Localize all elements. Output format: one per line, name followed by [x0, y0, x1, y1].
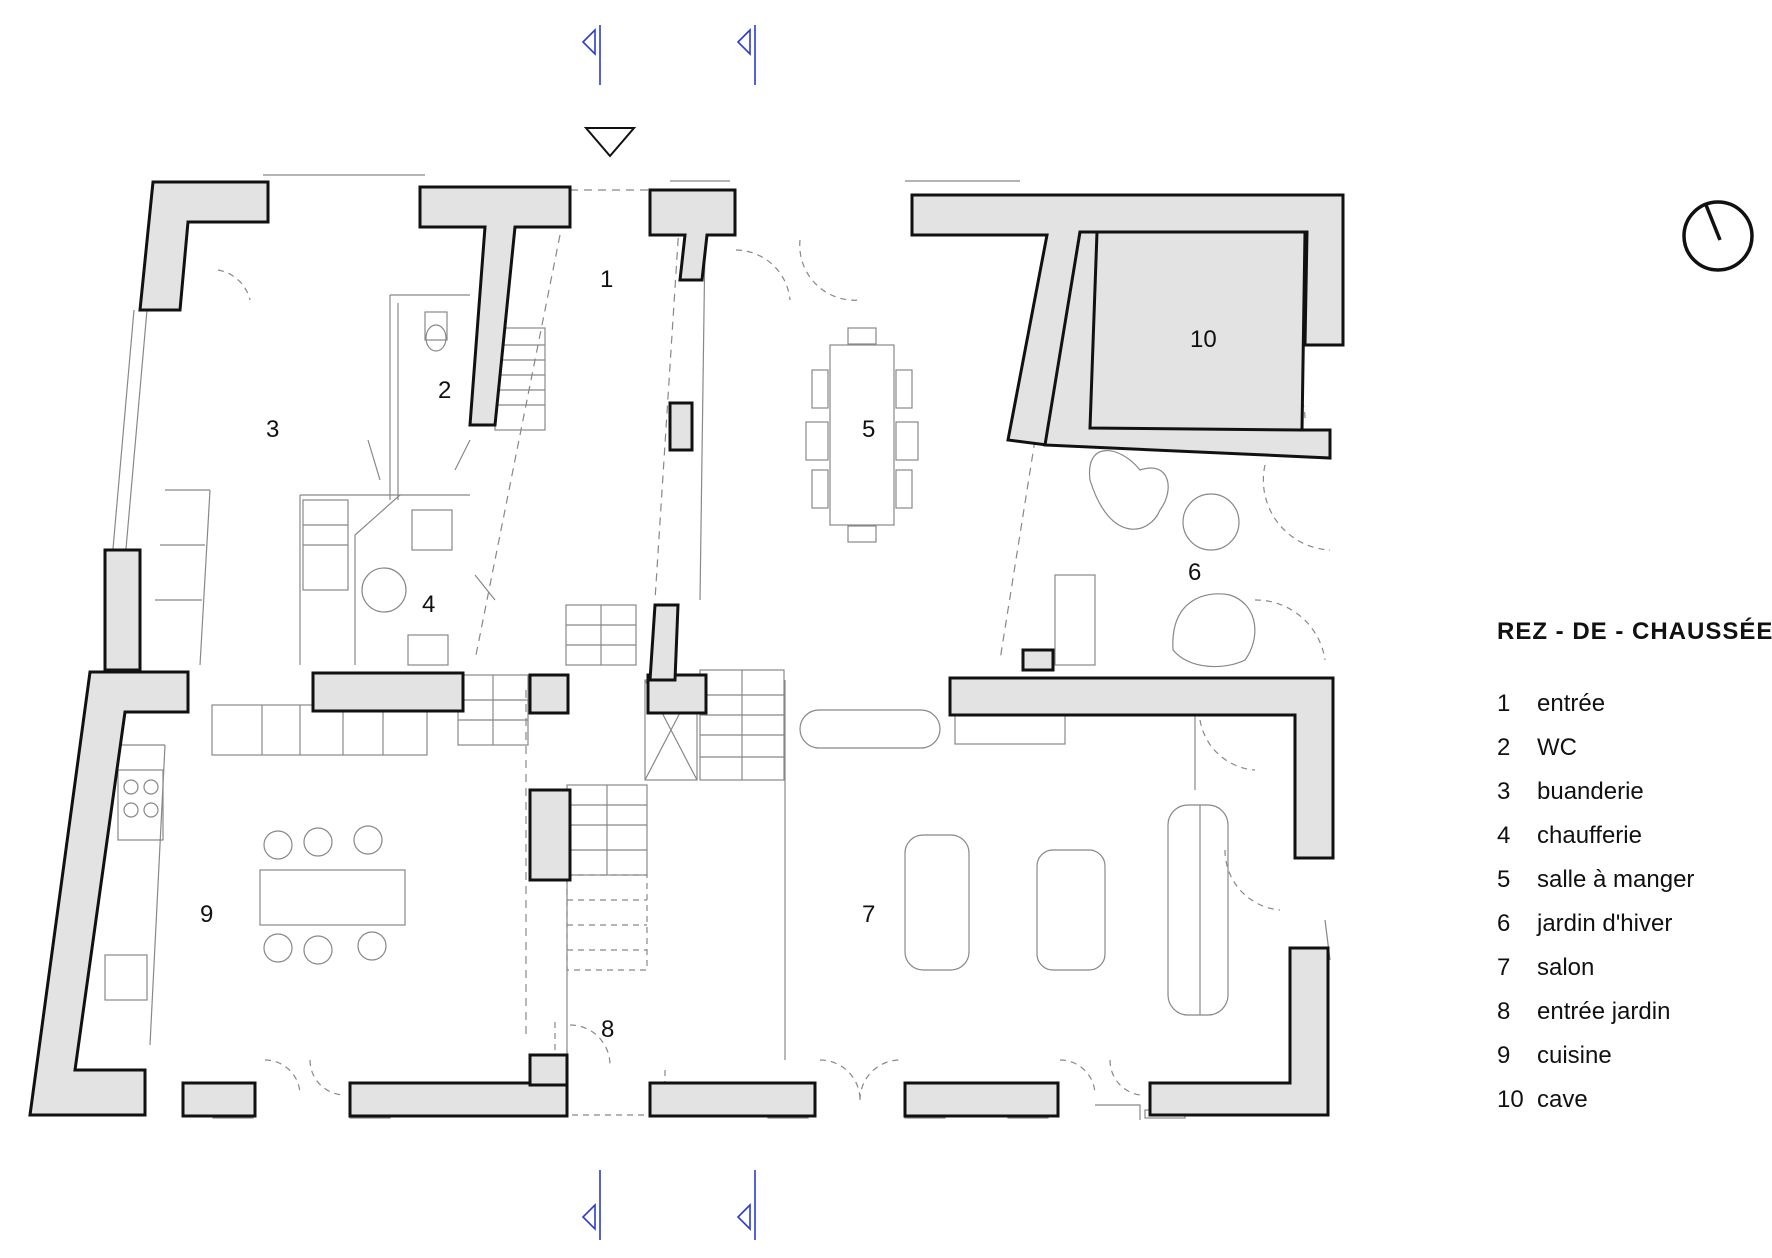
section-marker-icon	[581, 25, 601, 85]
legend-number: 2	[1497, 734, 1511, 761]
legend-number: 10	[1497, 1086, 1524, 1113]
legend-number: 7	[1497, 954, 1511, 981]
section-marker-icon	[581, 1170, 601, 1240]
room-number: 3	[266, 416, 279, 443]
legend-label: jardin d'hiver	[1537, 910, 1673, 937]
legend-label: salon	[1537, 954, 1595, 981]
legend-item: 3 buanderie	[1497, 778, 1694, 822]
room-legend: 1 entrée 2 WC 3 buanderie 4 chaufferie 5 salle à …	[1497, 690, 1694, 1130]
room-number: 1	[600, 266, 613, 293]
legend-label: salle à manger	[1537, 866, 1695, 893]
room-number: 8	[601, 1016, 614, 1043]
section-marker-icon	[736, 1170, 756, 1240]
legend-item: 5 salle à manger	[1497, 866, 1694, 910]
room-numbers: 1 2 3 4 5 6 7 8 9 10	[200, 266, 1217, 1043]
plan-title: REZ - DE - CHAUSSÉE	[1497, 618, 1772, 645]
legend-item: 2 WC	[1497, 734, 1694, 778]
legend-item: 10 cave	[1497, 1086, 1694, 1130]
room-number: 4	[422, 591, 435, 618]
legend-label: chaufferie	[1537, 822, 1642, 849]
room-number: 2	[438, 377, 451, 404]
section-marker-icon	[736, 25, 756, 85]
north-arrow-icon	[1682, 200, 1754, 272]
legend-number: 9	[1497, 1042, 1511, 1069]
legend-item: 8 entrée jardin	[1497, 998, 1694, 1042]
legend-item: 7 salon	[1497, 954, 1694, 998]
legend-number: 4	[1497, 822, 1511, 849]
legend-item: 6 jardin d'hiver	[1497, 910, 1694, 954]
legend-item: 9 cuisine	[1497, 1042, 1694, 1086]
room-number: 7	[862, 901, 875, 928]
legend-item: 4 chaufferie	[1497, 822, 1694, 866]
legend-number: 1	[1497, 690, 1511, 717]
room-number: 6	[1188, 559, 1201, 586]
legend-number: 3	[1497, 778, 1511, 805]
room-number: 5	[862, 416, 875, 443]
entrance-triangle-icon	[583, 127, 637, 158]
legend-item: 1 entrée	[1497, 690, 1694, 734]
walls	[28, 180, 1345, 1118]
legend-label: cave	[1537, 1086, 1588, 1113]
legend-label: buanderie	[1537, 778, 1644, 805]
room-number: 9	[200, 901, 213, 928]
legend-number: 5	[1497, 866, 1511, 893]
room-number: 10	[1190, 326, 1217, 353]
legend-label: entrée	[1537, 690, 1606, 717]
legend-number: 8	[1497, 998, 1511, 1025]
section-markers	[581, 25, 756, 1240]
legend-label: WC	[1537, 734, 1577, 761]
legend-label: cuisine	[1537, 1042, 1612, 1069]
legend-label: entrée jardin	[1537, 998, 1671, 1025]
legend-number: 6	[1497, 910, 1511, 937]
